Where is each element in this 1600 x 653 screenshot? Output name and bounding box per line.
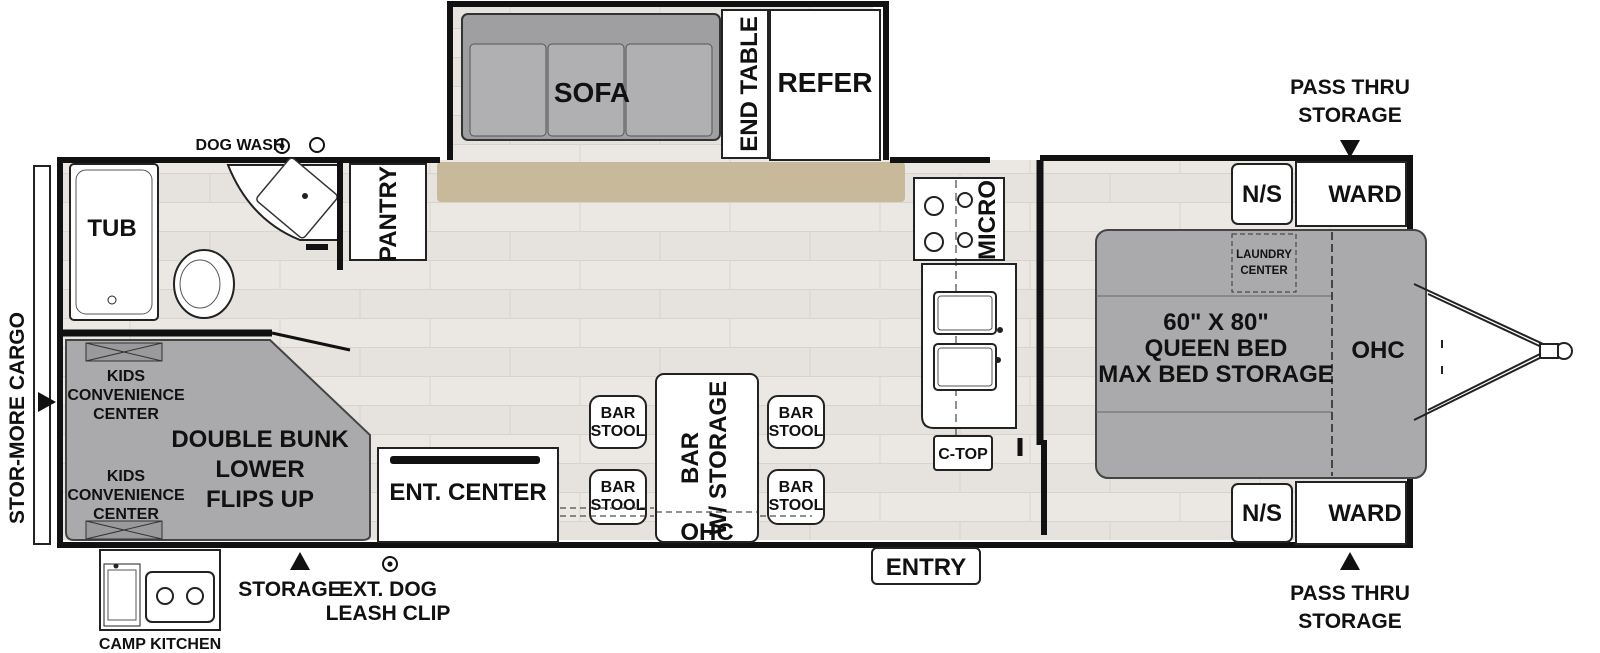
tub: TUB	[69, 163, 159, 321]
entry-label: ENTRY	[886, 554, 966, 581]
kids-bottom-line2: CONVENIENCE	[67, 487, 185, 504]
pass-thru-bottom-line1: PASS THRU	[1290, 582, 1410, 605]
ext-dog-leash-icon	[382, 556, 398, 572]
bar-stool-4-line2: STOOL	[769, 497, 824, 514]
sofa-label: SOFA	[554, 77, 630, 108]
refrigerator: REFER	[769, 9, 881, 161]
camp-kitchen-label: CAMP KITCHEN	[99, 636, 221, 653]
entry-step: ENTRY	[871, 547, 981, 585]
stor-more-cargo-rail	[33, 165, 51, 545]
slide-out-tan-base	[437, 162, 905, 202]
bar-stool-1: BAR STOOL	[589, 395, 647, 449]
trailer-hitch	[1413, 283, 1573, 421]
dog-wash-icon	[274, 138, 290, 154]
laundry-line2: CENTER	[1240, 265, 1288, 277]
pantry-label: PANTRY	[375, 166, 402, 262]
c-top-label: C-TOP	[938, 446, 988, 463]
micro-label: MICRO	[974, 180, 1001, 260]
pass-thru-top-line1: PASS THRU	[1290, 76, 1410, 99]
bar-line1: BAR	[677, 432, 704, 484]
queen-bed: LAUNDRY CENTER 60" X 80" QUEEN BED MAX B…	[1095, 229, 1427, 479]
bar-stool-4: BAR STOOL	[767, 469, 825, 525]
kids-top-line2: CONVENIENCE	[67, 387, 185, 404]
ohc-bedroom-label: OHC	[1351, 337, 1404, 364]
bar-with-storage: BAR W/ STORAGE OHC	[655, 373, 759, 546]
kids-top-line1: KIDS	[107, 368, 146, 385]
bed-line2: QUEEN BED	[1145, 335, 1288, 362]
ward-bottom-label: WARD	[1328, 500, 1401, 527]
wardrobe-bottom: WARD	[1295, 481, 1407, 545]
ward-top-label: WARD	[1328, 181, 1401, 208]
pantry: PANTRY	[337, 162, 427, 270]
nightstand-top: N/S	[1231, 163, 1293, 225]
bunk-line1: DOUBLE BUNK	[171, 426, 349, 453]
bed-line3: MAX BED STORAGE	[1098, 361, 1334, 388]
shower-head-icon	[309, 137, 325, 153]
bunk-line3: FLIPS UP	[206, 486, 314, 513]
stor-more-cargo-label: STOR-MORE CARGO	[6, 312, 29, 524]
sofa: SOFA	[461, 13, 721, 141]
kids-bottom-line1: KIDS	[107, 468, 146, 485]
ext-dog-line2: LEASH CLIP	[326, 602, 451, 625]
double-bunk: KIDS CONVENIENCE CENTER KIDS CONVENIENCE…	[65, 339, 371, 541]
pass-thru-top-arrow	[1340, 140, 1360, 158]
bar-stool-4-line1: BAR	[779, 479, 814, 496]
pass-thru-top-line2: STORAGE	[1298, 104, 1401, 127]
storage-arrow	[290, 552, 310, 570]
bathroom-vanity	[226, 157, 339, 250]
bar-stool-2: BAR STOOL	[589, 469, 647, 525]
kitchen-counter	[921, 180, 1017, 440]
bunk-line2: LOWER	[215, 456, 304, 483]
exterior-walls	[57, 1, 1413, 548]
wardrobe-top: WARD	[1295, 161, 1407, 227]
refer-label: REFER	[778, 67, 873, 98]
bunk-door	[271, 331, 351, 352]
laundry-line1: LAUNDRY	[1236, 249, 1292, 261]
pass-thru-bottom-line2: STORAGE	[1298, 610, 1401, 633]
end-table-label: END TABLE	[736, 16, 763, 152]
ohc-bar-label: OHC	[680, 519, 733, 546]
bar-stool-1-line1: BAR	[601, 405, 636, 422]
bar-stool-3: BAR STOOL	[767, 395, 825, 449]
nightstand-bottom: N/S	[1231, 483, 1293, 543]
bed-line1: 60" X 80"	[1163, 309, 1269, 336]
end-table: END TABLE	[721, 9, 769, 159]
storage-label: STORAGE	[238, 578, 341, 601]
camp-kitchen	[99, 549, 221, 631]
ns-top-label: N/S	[1242, 181, 1282, 208]
bar-stool-2-line1: BAR	[601, 479, 636, 496]
tub-label: TUB	[87, 215, 136, 242]
bar-stool-1-line2: STOOL	[591, 423, 646, 440]
stor-more-cargo-arrow	[38, 392, 56, 412]
entertainment-center: ENT. CENTER	[377, 447, 559, 543]
cooktop: C-TOP	[933, 435, 993, 471]
bar-stool-3-line1: BAR	[779, 405, 814, 422]
dog-wash-label: DOG WASH	[196, 137, 285, 154]
bar-stool-2-line2: STOOL	[591, 497, 646, 514]
bar-stool-3-line2: STOOL	[769, 423, 824, 440]
bar-line2: W/ STORAGE	[705, 381, 732, 535]
pass-thru-bottom-arrow	[1340, 552, 1360, 570]
kids-bottom-line3: CENTER	[93, 506, 159, 523]
toilet	[173, 249, 235, 319]
kids-top-line3: CENTER	[93, 406, 159, 423]
ext-dog-line1: EXT. DOG	[339, 578, 437, 601]
ns-bottom-label: N/S	[1242, 500, 1282, 527]
stove-range: MICRO	[913, 177, 1005, 261]
ent-center-label: ENT. CENTER	[389, 479, 546, 506]
